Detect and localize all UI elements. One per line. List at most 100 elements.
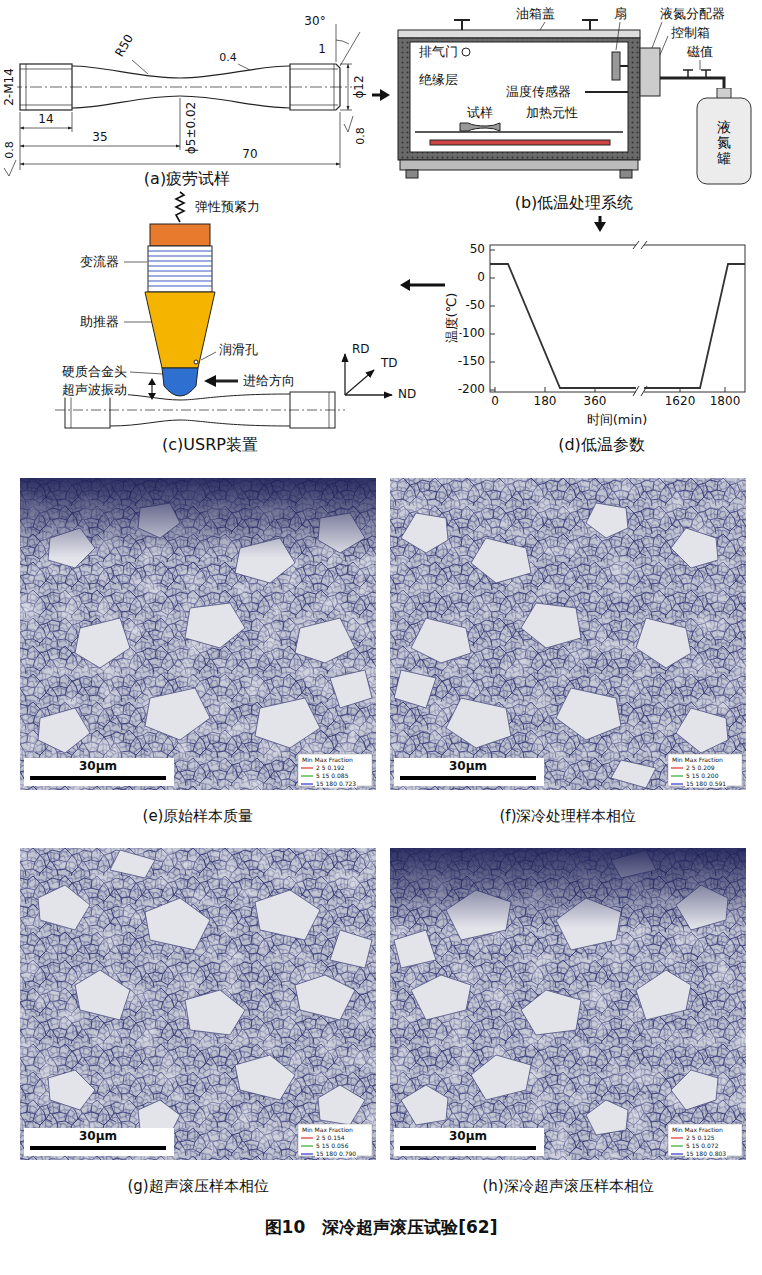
label-anchor: 30° [303,15,326,29]
label-anchor: Min Max Fraction [671,757,724,764]
label-anchor: 30μm [448,1130,488,1144]
flow-arrow [176,192,184,222]
panel-caption: (g)超声滚压样本相位 [127,1177,268,1197]
annotation-label: 硬质合金头 [61,365,128,380]
label-anchor: 扇 [613,7,628,22]
label-anchor: -100 [457,327,486,341]
annotation-label: 变流器 [79,255,120,270]
annotation-label: 0.8 [355,126,368,146]
annotation-label: RD [351,343,371,357]
annotation-label: 1 [317,43,327,57]
annotation-label: ND [397,388,417,402]
label-anchor: 2 5 0.192 [315,765,346,772]
label-anchor: 温度传感器 [505,85,572,100]
label-anchor: 30μm [78,760,118,774]
label-anchor: 加热元性 [525,106,579,121]
annotation-label: Min Max Fraction [671,1127,724,1134]
label-anchor: 弹性预紧力 [194,200,261,215]
annotation-label: 绝缘层 [418,73,459,88]
label-anchor: R50 [113,31,138,60]
annotation-label: 1620 [664,395,697,409]
label-anchor: 15 180 0.723 [315,781,357,788]
annotation-label: 0.8 [4,140,17,160]
flow-arrow [594,216,606,232]
label-anchor: 30μm [448,760,488,774]
annotation-label: 进给方向 [242,374,296,389]
annotation-label: 0 [490,395,500,409]
annotation-label: 超声波振动 [61,383,128,398]
figure-caption: 图10 深冷超声滚压试验[62] [264,1218,499,1238]
label-anchor: TD [380,357,399,371]
flow-arrow [372,89,390,101]
annotation-label: ϕ5±0.02 [185,101,199,155]
label-anchor: Min Max Fraction [671,1127,724,1134]
tank-neck [717,88,731,99]
label-anchor: -150 [457,355,486,369]
label-anchor: 1620 [664,395,697,409]
label-anchor: 控制箱 [670,26,711,41]
annotation-label: 2 5 0.192 [315,765,346,772]
annotation-label: -100 [457,327,486,341]
annotation-label: 5 15 0.056 [315,1143,349,1150]
label-anchor: Min Max Fraction [301,757,354,764]
panel-caption: (d)低温参数 [558,435,645,456]
label-anchor: -200 [457,383,486,397]
annotation-label: Min Max Fraction [671,757,724,764]
connector-line [599,216,602,224]
annotation-label: 排气门 [418,45,459,60]
label-anchor: 15 180 0.790 [315,1151,357,1158]
annotation-label: Min Max Fraction [301,1127,354,1134]
label-anchor: 1 [317,43,327,57]
edge-label: 弹性预紧力 [194,200,261,215]
annotation-label: 扇 [613,7,628,22]
label-anchor: 5 15 0.200 [685,773,719,780]
annotation-label: 30μm [78,760,118,774]
panel-caption: (b)低温处理系统 [515,193,634,214]
tank: 液氮罐 [693,88,755,186]
label-anchor: 液氮分配器 [659,7,726,22]
label-anchor: 30μm [78,1130,118,1144]
label-anchor: 超声波振动 [61,383,128,398]
annotation-label: 2 5 0.125 [685,1135,716,1142]
annotation-label: 油箱盖 [515,7,556,22]
label-anchor: 图10 深冷超声滚压试验[62] [264,1218,499,1238]
label-anchor: 14 [37,113,54,127]
label-anchor: 1800 [709,395,742,409]
figure-panel: (c)USRP装置 [20,222,400,458]
label-anchor: 0.8 [4,140,17,160]
annotation-label: 5 15 0.072 [685,1143,719,1150]
annotation-label: 30μm [448,760,488,774]
annotation-label: 1800 [709,395,742,409]
annotation-label: 液氮分配器 [659,7,726,22]
annotation-label: 时间(min) [586,413,649,428]
label-anchor: 硬质合金头 [61,365,128,380]
connector-line [408,284,445,287]
annotation-label: 0 [476,271,486,285]
label-anchor: 360 [583,395,608,409]
annotation-label: 润滑孔 [218,343,259,358]
annotation-label: TD [380,357,399,371]
label-anchor: RD [351,343,371,357]
label-anchor: 试样 [466,106,494,121]
panel-caption: (a)疲劳试样 [144,169,230,190]
annotation-label: 试样 [466,106,494,121]
annotation-label: 30μm [78,1130,118,1144]
label-anchor: 5 15 0.056 [315,1143,349,1150]
annotation-label: 15 180 0.790 [315,1151,357,1158]
label-anchor: 70 [241,148,258,162]
annotation-label: -150 [457,355,486,369]
annotation-label: 控制箱 [670,26,711,41]
connector-line [372,94,382,97]
label-anchor: 磁值 [686,45,714,60]
label-anchor: 50 [469,243,486,257]
tank-label: 液氮罐 [717,120,731,166]
annotation-label: 15 180 0.591 [685,781,727,788]
label-anchor: 润滑孔 [218,343,259,358]
label-anchor: 15 180 0.803 [685,1151,727,1158]
label-anchor: 5 15 0.072 [685,1143,719,1150]
label-anchor: 温度(℃) [445,292,460,345]
label-anchor: ND [397,388,417,402]
annotation-label: 5 15 0.200 [685,773,719,780]
